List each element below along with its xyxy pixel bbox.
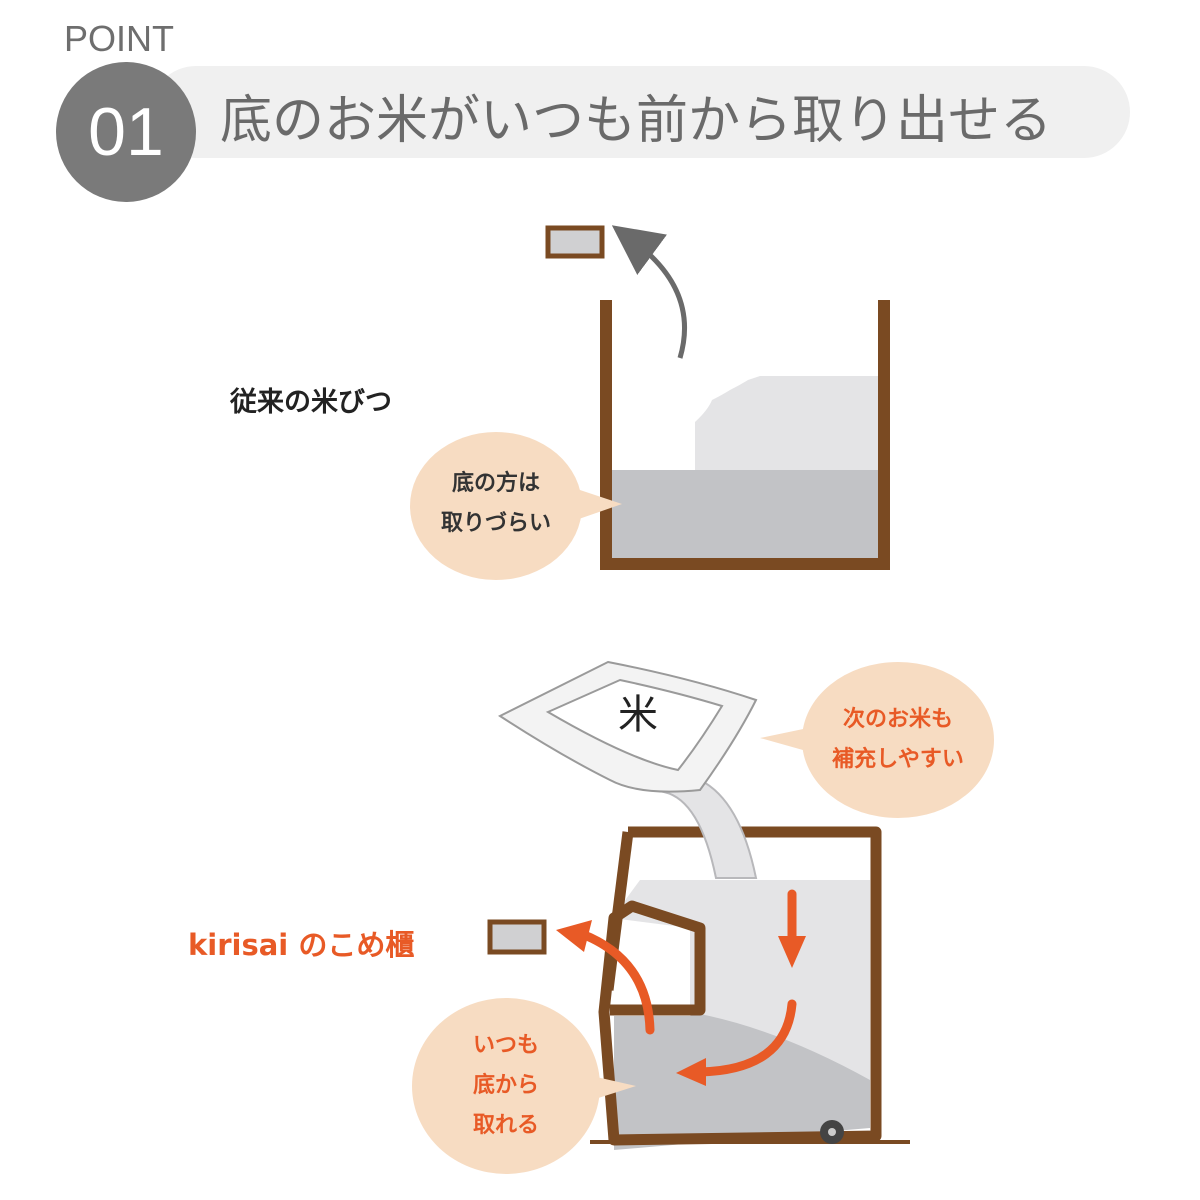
always-bottom-text: いつも 底から 取れる [456, 1026, 556, 1146]
traditional-rice-upper [695, 376, 878, 470]
refill-text: 次のお米も 補充しやすい [818, 700, 978, 780]
rice-bag-symbol: 米 [618, 692, 658, 738]
traditional-label: 従来の米びつ [230, 387, 392, 418]
traditional-rice-fill [610, 470, 878, 558]
traditional-rice-box [600, 300, 890, 570]
rice-bag [497, 660, 758, 793]
speech-bubble-refill [760, 662, 994, 818]
point-number-badge: 01 [56, 62, 196, 202]
point-number: 01 [88, 94, 164, 170]
always-bottom-line2: 底から [472, 1073, 539, 1098]
refill-line1: 次のお米も [842, 707, 953, 732]
speech-bubble-always-bottom [412, 998, 636, 1174]
rice-pour-stream [660, 778, 758, 879]
curve-arrow-icon [695, 999, 797, 1077]
flow-arrows [577, 889, 797, 1077]
speech-bubble-hard-to-reach [410, 432, 622, 580]
take-out-arrow-icon [577, 929, 655, 1035]
kirisai-label: kirisai のこめ櫃 [188, 928, 415, 962]
always-bottom-line3: 取れる [472, 1113, 539, 1138]
hard-to-reach-line2: 取りづらい [440, 511, 551, 536]
traditional-box-outline [600, 300, 890, 570]
title-banner [150, 66, 1130, 158]
page-title: 底のお米がいつも前から取り出せる [220, 91, 1053, 151]
kirisai-rice-upper [612, 880, 870, 1080]
hard-to-reach-line1: 底の方は [451, 471, 540, 496]
lift-arrow-icon [611, 225, 688, 359]
hard-to-reach-text: 底の方は 取りづらい [436, 464, 556, 544]
point-label: POINT [64, 18, 175, 59]
refill-line2: 補充しやすい [832, 747, 964, 772]
always-bottom-line1: いつも [472, 1033, 539, 1058]
scoop-icon [545, 225, 605, 259]
scoop-icon-2 [487, 919, 547, 955]
kirisai-cabinet [590, 826, 910, 1150]
